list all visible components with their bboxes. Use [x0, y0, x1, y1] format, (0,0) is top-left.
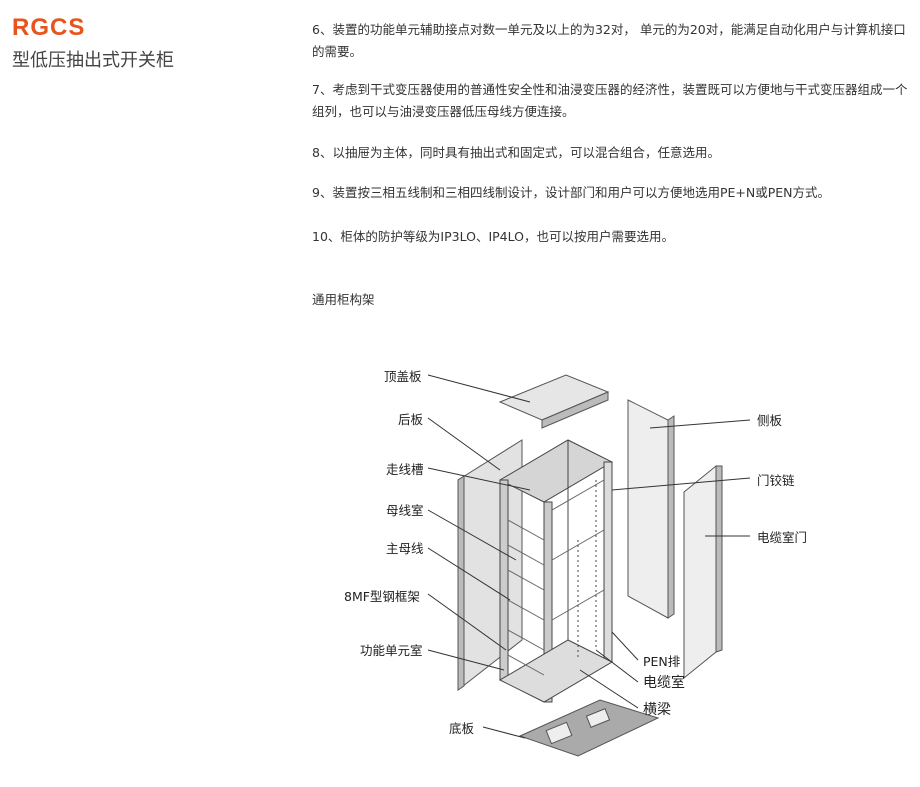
feature-6: 6、装置的功能单元辅助接点对数一单元及以上的为32对， 单元的为20对，能满足自… — [312, 22, 906, 59]
brand-title: RGCS — [12, 14, 86, 41]
label-cable-trough: 走线槽 — [386, 462, 424, 477]
label-frame: 8MF型钢框架 — [344, 589, 420, 604]
label-function-unit-room: 功能单元室 — [360, 643, 423, 658]
feature-9: 9、装置按三相五线制和三相四线制设计，设计部门和用户可以方便地选用PE+N或PE… — [312, 185, 831, 200]
diagram-title: 通用柜构架 — [312, 292, 375, 307]
frame-shape — [498, 439, 614, 703]
label-door-hinge: 门铰链 — [757, 473, 795, 488]
feature-10: 10、柜体的防护等级为IP3LO、IP4LO，也可以按用户需要选用。 — [312, 229, 674, 244]
label-cable-room: 电缆室 — [643, 675, 685, 691]
label-back-panel: 后板 — [398, 412, 424, 427]
cable-room-door-shape — [683, 464, 717, 680]
bottom-plate-shape — [518, 699, 660, 757]
product-subtitle: 型低压抽出式开关柜 — [12, 50, 174, 71]
top-cover-shape — [498, 374, 610, 421]
label-side-panel: 侧板 — [757, 413, 783, 428]
label-bottom-plate: 底板 — [449, 721, 475, 736]
label-main-busbar: 主母线 — [386, 541, 424, 556]
label-top-cover: 顶盖板 — [384, 369, 422, 384]
label-pen-bar: PEN排 — [643, 654, 681, 669]
label-busbar-room: 母线室 — [386, 503, 424, 518]
feature-8: 8、以抽屉为主体，同时具有抽出式和固定式，可以混合组合，任意选用。 — [312, 145, 720, 160]
side-panel-shape — [627, 399, 669, 619]
label-cable-room-door: 电缆室门 — [757, 530, 808, 545]
label-crossbeam: 横梁 — [643, 702, 671, 718]
feature-7: 7、考虑到干式变压器使用的普通性安全性和油浸变压器的经济性，装置既可以方便地与干… — [312, 82, 908, 119]
